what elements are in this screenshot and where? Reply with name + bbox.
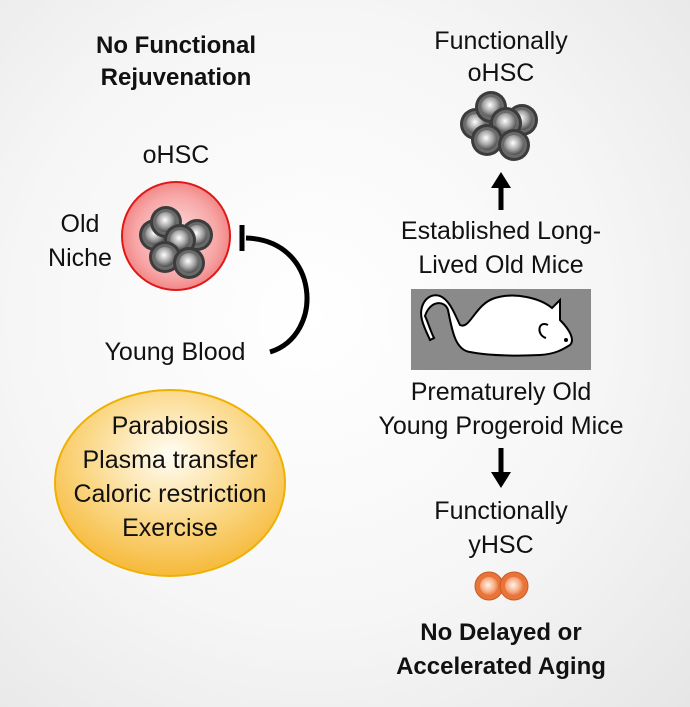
progeroid-label-line2: Young Progeroid Mice [378, 412, 624, 440]
old-mice-label-line2: Lived Old Mice [418, 251, 584, 279]
old-mice-label-line1: Established Long- [400, 217, 602, 245]
top-ohsc-label: oHSC [467, 59, 535, 87]
old-niche-label-line1: Old [60, 210, 100, 238]
inhibition-arrow-icon [239, 225, 310, 355]
down-arrow-icon [491, 448, 511, 488]
conclusion-line1: No Delayed or [420, 619, 582, 646]
yhsc-cells-icon [474, 571, 529, 601]
up-arrow-icon [491, 172, 511, 210]
old-niche-label-line2: Niche [48, 244, 112, 272]
young-blood-label: Young Blood [104, 338, 246, 366]
top-functionally-label: Functionally [434, 27, 568, 55]
ohsc-cluster-top-icon [460, 91, 538, 161]
progeroid-label-line1: Prematurely Old [410, 378, 592, 406]
intervention-caloric-restriction: Caloric restriction [73, 480, 267, 508]
left-title-line1: No Functional [96, 32, 256, 59]
left-title-line2: Rejuvenation [100, 64, 252, 91]
interventions-ellipse [54, 389, 286, 577]
intervention-exercise: Exercise [122, 514, 218, 542]
intervention-plasma-transfer: Plasma transfer [82, 446, 258, 474]
mouse-image [411, 289, 591, 370]
bottom-functionally-label: Functionally [434, 497, 568, 525]
bottom-yhsc-label: yHSC [468, 531, 534, 559]
ohsc-label: oHSC [142, 141, 210, 169]
intervention-parabiosis: Parabiosis [111, 412, 229, 440]
conclusion-line2: Accelerated Aging [396, 653, 606, 680]
